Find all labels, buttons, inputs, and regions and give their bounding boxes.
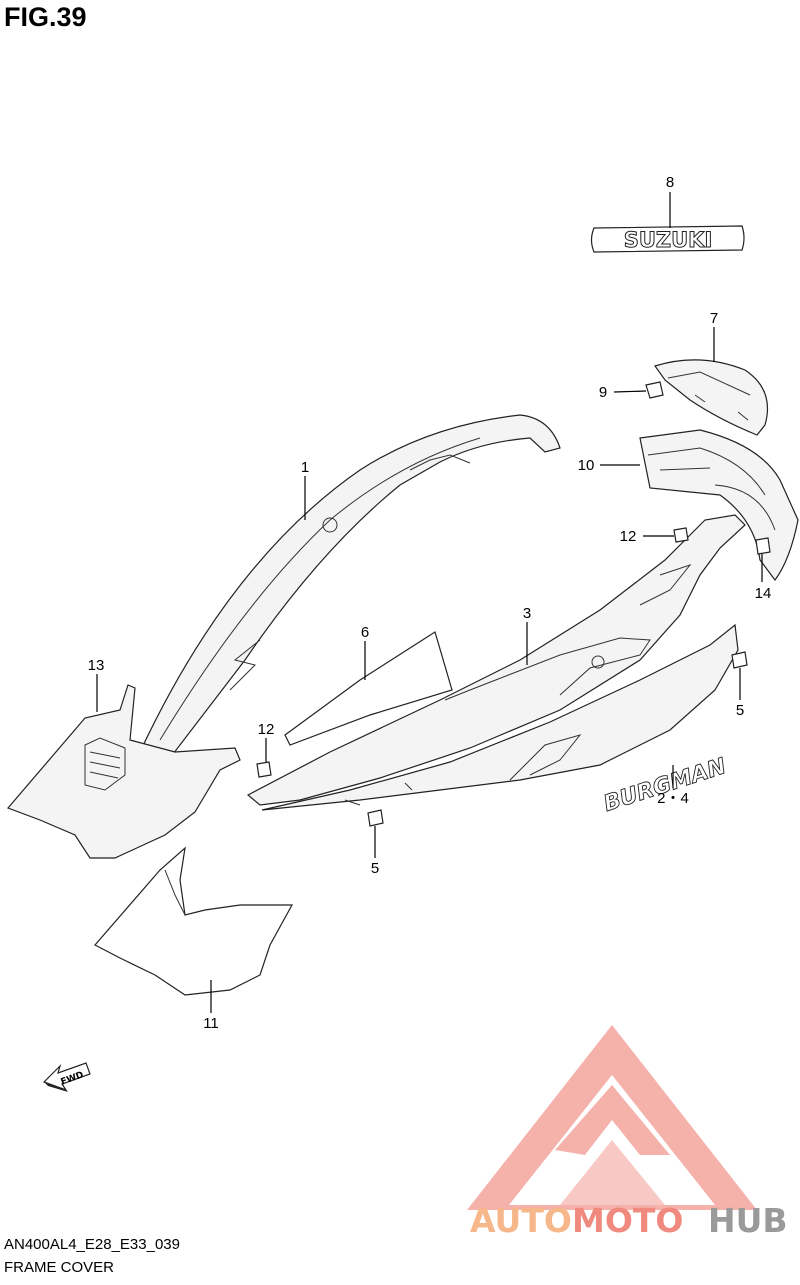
part-10-rear-bracket	[639, 429, 799, 582]
part-11-lower-panel	[94, 846, 294, 996]
figure-name: FRAME COVER	[4, 1259, 115, 1276]
leader-lines	[96, 192, 763, 1013]
part-label-5-lower: 5	[371, 860, 379, 877]
part-label-5-right: 5	[736, 702, 744, 719]
fasteners	[256, 381, 771, 827]
part-labels: 8 7 9 10 1 12 14 3 6 5 13 12 2・4 5 11	[88, 174, 772, 1032]
suzuki-emblem: SUZUKI	[590, 225, 745, 253]
watermark-auto: AUTO	[470, 1201, 572, 1240]
part-label-13: 13	[88, 657, 105, 674]
part-3-side-cover	[246, 514, 746, 806]
part-label-9: 9	[599, 384, 607, 401]
watermark-logo	[467, 1025, 757, 1210]
figure-code: AN400AL4_E28_E33_039	[4, 1236, 180, 1253]
watermark-hub: HUB	[708, 1201, 788, 1240]
figure-title: FIG.39	[4, 2, 87, 32]
part-2-4-lower-side-panel	[261, 623, 739, 811]
part-label-6: 6	[361, 624, 369, 641]
part-label-7: 7	[710, 310, 718, 327]
part-1-frame-cover	[139, 414, 561, 759]
part-13-front-panel	[6, 684, 241, 859]
part-7-rear-top-cover	[654, 359, 769, 436]
part-9-clip	[645, 381, 664, 399]
part-label-3: 3	[523, 605, 531, 622]
part-12-screw-upper	[673, 527, 689, 543]
watermark-moto: MOTO	[572, 1201, 683, 1240]
fwd-arrow-icon: FWD	[42, 1062, 91, 1092]
part-14-clip	[755, 537, 771, 555]
watermark-brand: AUTO MOTO HUB	[470, 1201, 788, 1240]
part-6-strip	[284, 631, 453, 746]
part-label-10: 10	[578, 457, 595, 474]
burgman-emblem-text: BURGMAN	[601, 754, 729, 817]
part-label-11: 11	[203, 1015, 219, 1032]
part-label-1: 1	[301, 459, 309, 476]
part-label-12-upper: 12	[620, 528, 637, 545]
part-label-2-4: 2・4	[657, 790, 689, 807]
part-5-screw-lower	[367, 809, 384, 827]
part-12-screw-lower	[256, 761, 272, 778]
part-label-14: 14	[755, 585, 772, 602]
part-label-12-lower: 12	[258, 721, 275, 738]
burgman-emblem: BURGMAN	[600, 754, 729, 818]
suzuki-emblem-text: SUZUKI	[624, 228, 713, 252]
part-label-8: 8	[666, 174, 674, 191]
part-5-screw-right	[731, 651, 748, 669]
